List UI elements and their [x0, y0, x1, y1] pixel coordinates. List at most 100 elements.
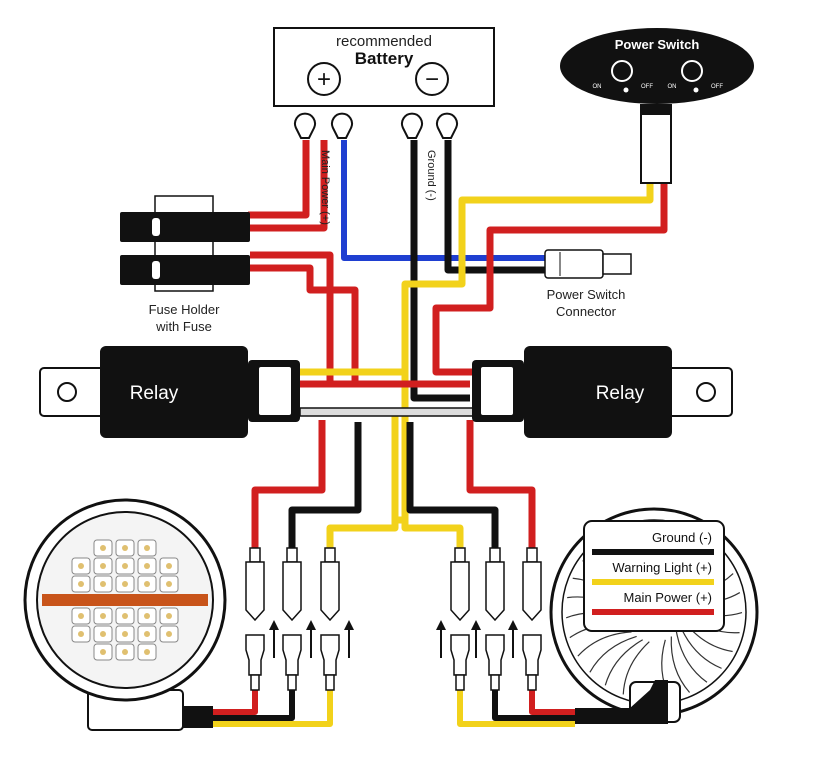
arrow-head-icon — [306, 620, 316, 630]
arrow-head-icon — [436, 620, 446, 630]
battery-title: Battery — [355, 49, 414, 68]
led-chip — [78, 581, 84, 587]
arrow-head-icon — [344, 620, 354, 630]
switch-on-right: ON — [668, 84, 677, 90]
wire-bundle-hatch — [299, 407, 476, 417]
male-terminal-tail — [250, 674, 260, 691]
male-terminal-body — [320, 634, 340, 676]
relay-right-plug — [479, 365, 515, 417]
red-wire-right-relay-out — [466, 420, 536, 555]
female-terminal-top — [526, 547, 538, 563]
red-wire-right-light — [529, 690, 575, 715]
relay-left: Relay — [39, 346, 300, 438]
power-switch-cable — [640, 104, 672, 184]
led-chip — [100, 545, 106, 551]
yellow-wire-right-light — [457, 690, 575, 727]
legend-main-power-swatch — [592, 609, 714, 615]
led-chip — [100, 563, 106, 569]
red-wire-left-light — [205, 690, 258, 715]
red-wire-switch — [432, 180, 668, 376]
fuse-body-1 — [120, 212, 250, 242]
male-terminal-body — [245, 634, 265, 676]
arrow-head-icon — [471, 620, 481, 630]
black-wire-ground-1 — [410, 140, 470, 402]
led-chip — [144, 563, 150, 569]
ground-label: Ground (-) — [425, 150, 437, 201]
black-wire-ground-2 — [444, 140, 545, 274]
fuse-body-2 — [120, 255, 250, 285]
amber-strip — [42, 594, 208, 606]
female-terminal-body — [282, 561, 302, 622]
male-terminal-tail — [490, 674, 500, 691]
fin-line — [670, 636, 691, 693]
fuse-holder — [120, 195, 250, 292]
ring-terminal-2 — [331, 112, 353, 139]
power-switch-body — [560, 28, 754, 104]
male-terminal-body — [485, 634, 505, 676]
female-terminal-body — [320, 561, 340, 622]
led-chip — [144, 613, 150, 619]
arrow-head-icon — [508, 620, 518, 630]
female-terminal-body — [245, 561, 265, 622]
power-switch[interactable]: Power Switch ON OFF ON OFF — [560, 28, 754, 184]
led-chip — [166, 613, 172, 619]
relay-left-plug — [257, 365, 293, 417]
led-chip — [122, 545, 128, 551]
connector-housing — [544, 249, 604, 279]
led-chip — [122, 631, 128, 637]
connector-label-2: Connector — [556, 304, 617, 319]
power-switch-cable-band — [641, 105, 671, 115]
yellow-wire-left-out — [326, 410, 399, 555]
led-chip — [144, 581, 150, 587]
spade-connector-pair — [245, 547, 279, 691]
led-chip — [144, 649, 150, 655]
female-terminal-body — [485, 561, 505, 622]
switch-on-left: ON — [593, 84, 602, 90]
led-chip — [122, 563, 128, 569]
relay-left-body — [100, 346, 248, 438]
black-wire-left-relay-out — [288, 422, 362, 555]
led-chip — [100, 613, 106, 619]
spade-connectors — [245, 547, 542, 691]
yellow-wire-left-relay — [300, 290, 409, 376]
switch-button-right[interactable] — [681, 60, 703, 82]
led-chip — [100, 649, 106, 655]
led-chip — [78, 613, 84, 619]
fuse-window-2 — [152, 261, 160, 279]
yellow-wire-left-light — [205, 690, 333, 727]
spade-connector-pair — [508, 547, 542, 691]
male-terminal-tail — [287, 674, 297, 691]
male-terminal-tail — [455, 674, 465, 691]
led-chip — [78, 631, 84, 637]
led-chip — [78, 563, 84, 569]
black-wire-right-light — [492, 690, 575, 721]
battery-minus-sign: − — [425, 66, 439, 93]
led-chip — [144, 545, 150, 551]
led-chip — [166, 563, 172, 569]
led-array — [71, 539, 179, 661]
led-chip — [122, 649, 128, 655]
black-wire-right-relay-out — [406, 422, 499, 555]
led-chip — [100, 581, 106, 587]
female-terminal-top — [249, 547, 261, 563]
red-wire-battery-right — [250, 140, 328, 232]
led-chip — [166, 581, 172, 587]
switch-button-left[interactable] — [611, 60, 633, 82]
red-wire-left-relay-out — [251, 420, 326, 555]
ring-terminals — [294, 112, 458, 139]
switch-led-right — [693, 87, 699, 93]
relay-right-body — [524, 346, 672, 438]
spade-connector-pair — [471, 547, 505, 691]
female-terminal-top — [454, 547, 466, 563]
relay-right: Relay — [472, 346, 733, 438]
red-wire-fuse-1 — [250, 251, 470, 388]
fuse-holder-label-2: with Fuse — [155, 319, 212, 334]
male-terminal-body — [522, 634, 542, 676]
work-light-left — [23, 498, 227, 731]
spade-connector-pair — [282, 547, 316, 691]
right-light-cable — [575, 680, 668, 724]
fin-line — [675, 631, 708, 683]
male-terminal-tail — [527, 674, 537, 691]
power-switch-title: Power Switch — [615, 37, 700, 52]
